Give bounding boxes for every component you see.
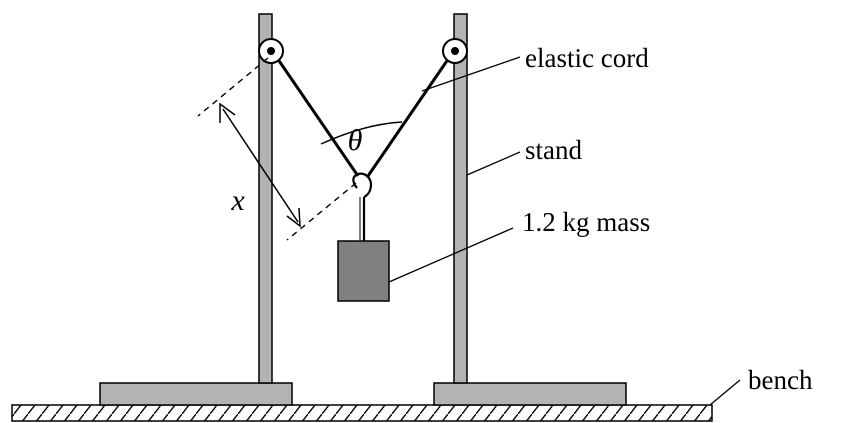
mass-label: 1.2 kg mass <box>522 207 650 237</box>
elastic-cord-label: elastic cord <box>525 43 649 73</box>
extension-guide-bottom <box>286 182 357 241</box>
mass-leader <box>388 227 514 283</box>
mass-block <box>337 240 390 302</box>
left-pulley <box>258 38 284 64</box>
left-stand-base <box>99 382 293 406</box>
right-pulley <box>442 38 468 64</box>
mass-hook <box>352 172 373 241</box>
extension-arrow <box>219 102 301 228</box>
elastic-cord-leader <box>421 56 521 92</box>
angle-label: θ <box>348 124 363 157</box>
extension-label: x <box>230 184 245 217</box>
bench <box>11 404 713 422</box>
bench-label: bench <box>748 365 813 395</box>
elastic-cord-right <box>366 51 455 177</box>
angle-arc <box>320 121 403 145</box>
right-stand-rod <box>453 13 468 384</box>
extension-guide-top <box>197 57 269 117</box>
left-stand-rod <box>258 13 273 384</box>
right-stand-base <box>433 382 627 406</box>
stand-label: stand <box>525 135 582 165</box>
bench-leader <box>709 379 741 406</box>
stand-leader <box>466 151 521 176</box>
elastic-cord-left <box>271 51 360 177</box>
